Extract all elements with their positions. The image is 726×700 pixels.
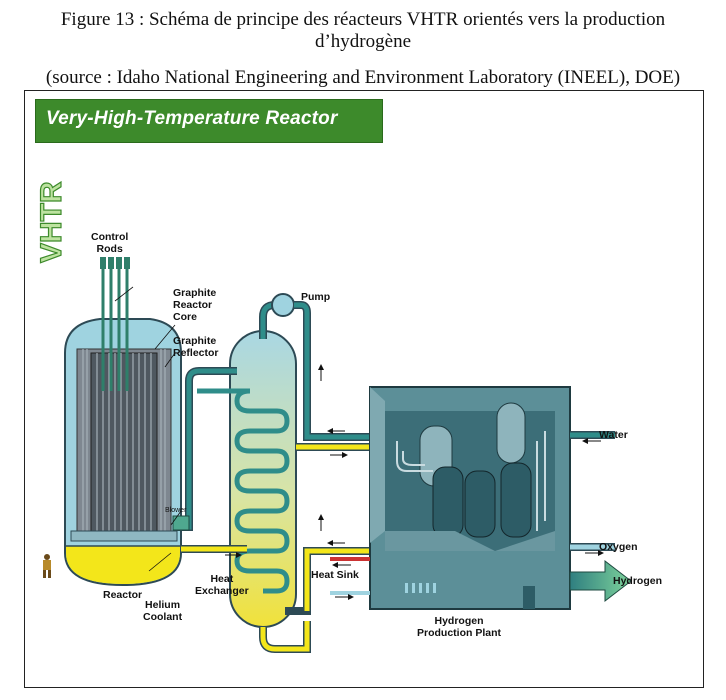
schematic xyxy=(43,257,632,653)
title-banner: Very-High-Temperature Reactor xyxy=(35,99,383,143)
reactor-vessel xyxy=(64,318,182,587)
label-control-rods: Control Rods xyxy=(91,231,129,255)
blower xyxy=(172,515,190,531)
vhtr-logo-text: VHTR xyxy=(39,181,65,263)
label-heat-exchanger: Heat Exchanger xyxy=(195,573,249,597)
label-helium-coolant: Helium Coolant xyxy=(143,599,183,623)
label-oxygen: Oxygen xyxy=(599,541,638,553)
label-hydrogen-plant: Hydrogen Production Plant xyxy=(417,615,501,639)
figure-source: (source : Idaho National Engineering and… xyxy=(45,67,681,88)
hydrogen-plant xyxy=(369,386,571,610)
label-water: Water xyxy=(599,429,628,441)
pump xyxy=(271,293,295,317)
label-reactor: Reactor xyxy=(103,589,143,601)
person-scale-figure xyxy=(43,554,51,578)
label-hydrogen: Hydrogen xyxy=(613,575,663,587)
vhtr-side-logo: VHTR xyxy=(39,180,65,263)
label-graphite-reflector: Graphite Reflector xyxy=(173,335,219,359)
figure-caption: Figure 13 : Schéma de principe des réact… xyxy=(60,9,666,30)
figure-caption-continued: d’hydrogène xyxy=(314,31,412,52)
vhtr-diagram: Very-High-Temperature Reactor VHTR xyxy=(24,90,704,688)
hydrogen-output-arrow xyxy=(569,559,632,603)
label-blower: Blower xyxy=(165,507,187,514)
label-heat-sink: Heat Sink xyxy=(311,569,359,581)
control-rods xyxy=(101,263,129,391)
label-graphite-core: Graphite Reactor Core xyxy=(173,287,217,323)
label-pump: Pump xyxy=(301,291,331,303)
banner-title: Very-High-Temperature Reactor xyxy=(46,108,338,129)
